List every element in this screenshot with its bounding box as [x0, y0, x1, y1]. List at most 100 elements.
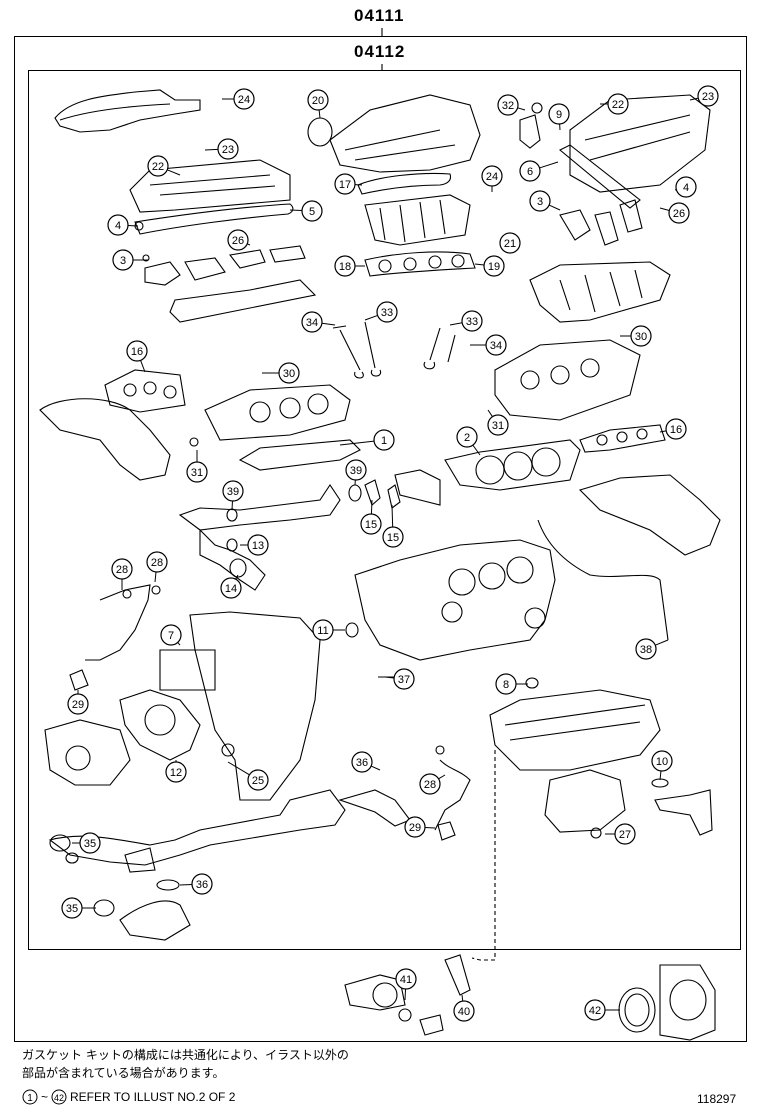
callout-circle: [351, 751, 373, 773]
callout-circle: [247, 534, 269, 556]
callout-number: 29: [72, 699, 84, 711]
callout-circle: [126, 340, 148, 362]
callout-leader: [370, 499, 373, 515]
callout-number: 9: [556, 109, 562, 121]
refer-note: 1 ~ 42 REFER TO ILLUST NO.2 OF 2: [22, 1089, 235, 1105]
callout-number: 3: [537, 196, 543, 208]
callout-number: 30: [635, 331, 647, 343]
callout-circle: [147, 155, 169, 177]
callout-circle: [301, 311, 323, 333]
callout-leader: [179, 883, 193, 886]
callout-number: 26: [673, 208, 685, 220]
callout-circle: [334, 173, 356, 195]
callout-number: 13: [252, 540, 264, 552]
callout-number: 33: [466, 316, 478, 328]
callout-leader: [548, 204, 561, 211]
callout-circle: [301, 200, 323, 222]
callout-number: 22: [152, 161, 164, 173]
range-end-number: 42: [54, 1093, 64, 1103]
callout-circle: [635, 638, 657, 660]
callout-number: 17: [339, 179, 351, 191]
range-start-number: 1: [27, 1093, 33, 1104]
callout-circle: [107, 214, 129, 236]
callout-number: 29: [409, 822, 421, 834]
callout-circle: [497, 94, 519, 116]
callout-circle: [485, 334, 507, 356]
callout-circle: [233, 88, 255, 110]
callout-number: 5: [309, 206, 315, 218]
callout-number: 34: [490, 340, 502, 352]
callout-leader: [487, 409, 493, 417]
callout-number: 4: [115, 220, 121, 232]
callout-number: 23: [222, 144, 234, 156]
callout-circle: [217, 138, 239, 160]
callout-number: 36: [196, 879, 208, 891]
callout-number: 25: [252, 775, 264, 787]
callout-leader: [289, 209, 303, 212]
parts-note-line-1: ガスケット キットの構成には共通化により、イラスト以外の: [22, 1048, 349, 1062]
callout-circle: [665, 418, 687, 440]
callout-number: 15: [387, 532, 399, 544]
callout-number: 1: [381, 435, 387, 447]
callout-number: 6: [527, 166, 533, 178]
callout-circle: [548, 103, 570, 125]
callout-circle: [697, 85, 719, 107]
callout-circle: [453, 1000, 475, 1022]
callout-leader: [204, 148, 219, 151]
callout-circle: [67, 693, 89, 715]
callout-number: 31: [191, 467, 203, 479]
callout-circle: [461, 310, 483, 332]
callout-number: 37: [398, 674, 410, 686]
callout-circle: [312, 619, 334, 641]
callout-circle: [373, 429, 395, 451]
callout-circle: [519, 160, 541, 182]
callout-number: 11: [317, 625, 328, 637]
parts-note: ガスケット キットの構成には共通化により、イラスト以外の 部品が含まれている場合…: [22, 1046, 349, 1082]
callout-circle: [191, 873, 213, 895]
callout-circle: [456, 426, 478, 448]
callout-number: 42: [589, 1005, 601, 1017]
callout-leader: [370, 765, 381, 771]
callout-number: 33: [381, 307, 393, 319]
callout-number: 28: [424, 779, 436, 791]
callout-circle: [499, 232, 521, 254]
callout-number: 16: [670, 424, 682, 436]
callout-number: 14: [225, 583, 237, 595]
callout-leader: [227, 761, 250, 776]
callout-circle: [165, 761, 187, 783]
callout-number: 36: [356, 757, 368, 769]
callout-circle: [111, 558, 133, 580]
callout-number: 40: [458, 1006, 470, 1018]
callout-number: 28: [116, 564, 128, 576]
callout-number: 4: [683, 182, 689, 194]
callout-number: 7: [168, 630, 174, 642]
callout-circle: [334, 255, 356, 277]
callout-leader: [461, 994, 464, 1002]
callout-leader: [404, 988, 407, 1001]
callout-circle: [376, 301, 398, 323]
inner-kit-frame: [28, 70, 741, 950]
callout-number: 15: [365, 519, 377, 531]
callout-leader: [364, 314, 378, 321]
callout-number: 39: [227, 486, 239, 498]
callout-circle: [483, 255, 505, 277]
callout-circle: [61, 897, 83, 919]
callout-number: 2: [464, 432, 470, 444]
callout-number: 41: [400, 974, 412, 986]
callout-number: 28: [151, 557, 163, 569]
range-end-marker: 42: [51, 1089, 67, 1105]
callout-circle: [651, 750, 673, 772]
callout-leader: [339, 440, 375, 446]
callout-number: 23: [702, 91, 714, 103]
callout-circle: [419, 773, 441, 795]
callout-leader: [472, 444, 481, 456]
callout-circle: [395, 968, 417, 990]
callout-number: 10: [656, 756, 668, 768]
callout-leader: [539, 161, 559, 169]
callout-circle: [220, 577, 242, 599]
callout-number: 35: [84, 838, 96, 850]
callout-number: 34: [306, 317, 318, 329]
callout-circle: [630, 325, 652, 347]
callout-circle: [382, 526, 404, 548]
